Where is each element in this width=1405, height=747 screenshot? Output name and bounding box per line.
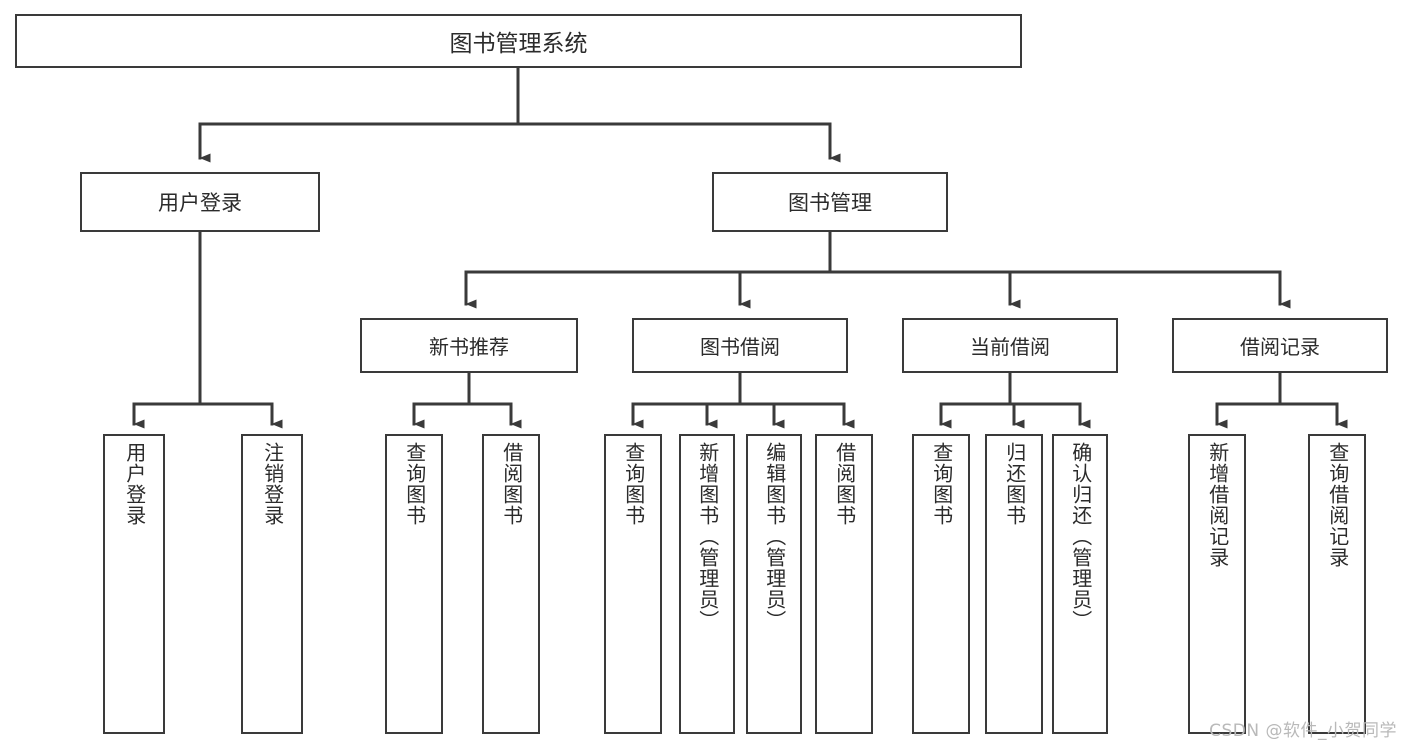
leaf-edit-book-admin[interactable]: 编辑图书（管理员）	[746, 434, 802, 734]
watermark: CSDN @软件_小贺同学	[1209, 721, 1397, 741]
leaf-return-book[interactable]: 归还图书	[985, 434, 1043, 734]
leaf-add-book-admin-label: 新增图书（管理员）	[695, 442, 720, 631]
leaf-query-book-bb[interactable]: 查询图书	[604, 434, 662, 734]
leaf-logout[interactable]: 注销登录	[241, 434, 303, 734]
leaf-query-book-cb[interactable]: 查询图书	[912, 434, 970, 734]
node-book-management[interactable]: 图书管理	[712, 172, 948, 232]
leaf-query-book-nbr[interactable]: 查询图书	[385, 434, 443, 734]
node-current-borrow[interactable]: 当前借阅	[902, 318, 1118, 373]
node-current-borrow-label: 当前借阅	[970, 335, 1050, 359]
node-book-borrow[interactable]: 图书借阅	[632, 318, 848, 373]
leaf-user-login[interactable]: 用户登录	[103, 434, 165, 734]
leaf-add-book-admin[interactable]: 新增图书（管理员）	[679, 434, 735, 734]
leaf-logout-label: 注销登录	[260, 442, 285, 526]
leaf-edit-book-admin-label: 编辑图书（管理员）	[762, 442, 787, 631]
leaf-query-book-cb-label: 查询图书	[929, 442, 954, 526]
node-book-borrow-label: 图书借阅	[700, 335, 780, 359]
node-root[interactable]: 图书管理系统	[15, 14, 1022, 68]
leaf-add-borrow-record-label: 新增借阅记录	[1205, 442, 1230, 568]
leaf-query-borrow-record[interactable]: 查询借阅记录	[1308, 434, 1366, 734]
node-borrow-record[interactable]: 借阅记录	[1172, 318, 1388, 373]
node-borrow-record-label: 借阅记录	[1240, 335, 1320, 359]
node-new-book-recommend-label: 新书推荐	[429, 335, 509, 359]
leaf-borrow-book-nbr-label: 借阅图书	[499, 442, 524, 526]
node-user-login-label: 用户登录	[158, 191, 242, 215]
leaf-return-book-label: 归还图书	[1002, 442, 1027, 526]
node-user-login[interactable]: 用户登录	[80, 172, 320, 232]
leaf-confirm-return-admin-label: 确认归还（管理员）	[1068, 442, 1093, 631]
leaf-add-borrow-record[interactable]: 新增借阅记录	[1188, 434, 1246, 734]
leaf-confirm-return-admin[interactable]: 确认归还（管理员）	[1052, 434, 1108, 734]
node-root-label: 图书管理系统	[449, 31, 588, 57]
node-book-management-label: 图书管理	[788, 191, 872, 215]
leaf-user-login-label: 用户登录	[122, 442, 147, 526]
leaf-query-borrow-record-label: 查询借阅记录	[1325, 442, 1350, 568]
leaf-borrow-book-bb[interactable]: 借阅图书	[815, 434, 873, 734]
leaf-query-book-bb-label: 查询图书	[621, 442, 646, 526]
leaf-borrow-book-nbr[interactable]: 借阅图书	[482, 434, 540, 734]
node-new-book-recommend[interactable]: 新书推荐	[360, 318, 578, 373]
leaf-borrow-book-bb-label: 借阅图书	[832, 442, 857, 526]
leaf-query-book-nbr-label: 查询图书	[402, 442, 427, 526]
